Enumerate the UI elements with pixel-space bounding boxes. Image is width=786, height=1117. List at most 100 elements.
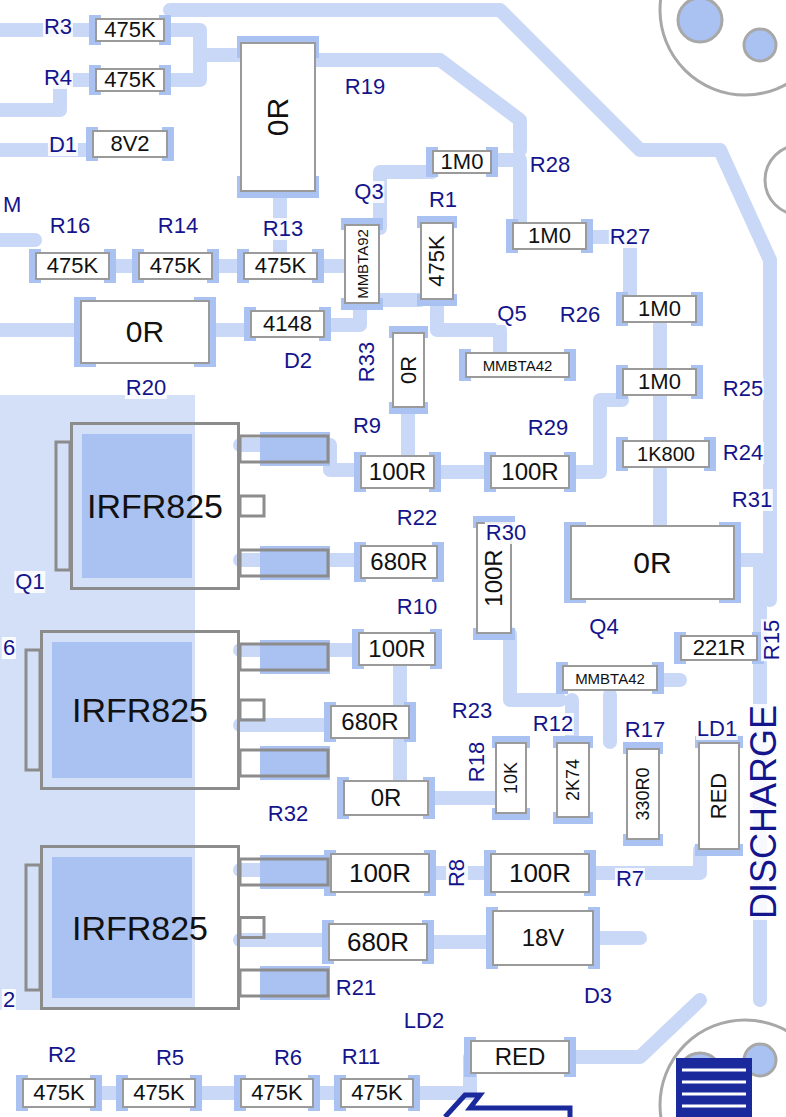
component-value: IRFR825 — [72, 911, 208, 945]
reference-designator: R27 — [609, 226, 651, 248]
component-footprint: 100R — [360, 455, 435, 489]
component-footprint: 0R — [80, 300, 210, 364]
reference-designator: R24 — [722, 442, 764, 464]
reference-designator: R12 — [532, 713, 574, 735]
lead-outline — [240, 859, 328, 885]
component-footprint: 100R — [330, 853, 430, 893]
component-value: MMBTA42 — [483, 358, 553, 373]
component-value: 2K74 — [564, 759, 582, 801]
component-footprint: 475K — [95, 68, 165, 92]
lead-outline — [26, 865, 40, 990]
component-footprint: 475K — [240, 1078, 314, 1108]
reference-designator: R19 — [344, 76, 386, 98]
mosfet-footprint: IRFR825 — [70, 422, 240, 590]
reference-designator: R23 — [451, 700, 493, 722]
reference-designator: M — [2, 194, 22, 216]
component-footprint: 475K — [35, 252, 110, 280]
component-footprint: 680R — [328, 923, 428, 961]
reference-designator: D1 — [48, 134, 78, 156]
reference-designator: R1 — [428, 189, 458, 211]
lead-outline — [56, 442, 70, 570]
reference-designator: Q5 — [496, 303, 527, 325]
reference-designator: 2 — [2, 989, 16, 1011]
reference-designator: R11 — [341, 1046, 382, 1068]
reference-designator: R30 — [485, 522, 527, 544]
component-value: 1M0 — [638, 371, 681, 393]
component-footprint: 330R0 — [626, 748, 660, 840]
component-value: 0R — [398, 356, 420, 384]
reference-designator: R32 — [267, 803, 309, 825]
component-footprint: 680R — [360, 545, 438, 579]
component-footprint: 100R — [358, 632, 436, 666]
component-footprint: MMBTA42 — [562, 665, 658, 691]
reference-designator: R31 — [731, 489, 773, 511]
reference-designator: Q1 — [14, 571, 45, 593]
component-value: 475K — [133, 1082, 184, 1104]
lead-outline — [240, 970, 328, 996]
reference-designator: R17 — [624, 719, 666, 741]
component-footprint: 0R — [392, 332, 425, 408]
component-footprint: RED — [698, 742, 740, 850]
component-value: IRFR825 — [72, 693, 208, 727]
reference-designator: R18 — [466, 741, 488, 783]
reference-designator: LD1 — [696, 718, 738, 740]
component-footprint: 475K — [22, 1078, 96, 1108]
lead-outline — [240, 550, 328, 576]
component-value: 10K — [502, 762, 520, 794]
component-value: 475K — [251, 1082, 302, 1104]
component-footprint: 475K — [122, 1078, 196, 1108]
component-footprint: 4148 — [250, 310, 325, 338]
reference-designator: D3 — [583, 985, 613, 1007]
component-value: 475K — [47, 255, 98, 277]
component-value: RED — [495, 1045, 546, 1069]
reference-designator: R16 — [49, 215, 91, 237]
component-value: 330R0 — [634, 767, 652, 820]
component-value: 100R — [349, 860, 411, 886]
lead-outline — [240, 644, 328, 670]
component-value: MMBTA42 — [575, 671, 645, 686]
reference-designator: D2 — [283, 350, 313, 372]
mosfet-footprint: IRFR825 — [40, 630, 240, 790]
reference-designator: R10 — [396, 596, 438, 618]
reference-designator: R22 — [396, 507, 438, 529]
component-value: 680R — [347, 929, 409, 955]
component-footprint: 475K — [95, 18, 165, 42]
component-footprint: 1M0 — [622, 368, 697, 396]
component-value: 680R — [341, 710, 398, 734]
component-value: 100R — [509, 860, 571, 886]
copper-traces — [0, 10, 770, 1093]
component-value: 475K — [33, 1082, 84, 1104]
component-value: 100R — [369, 460, 426, 484]
component-footprint: 1M0 — [512, 222, 587, 250]
component-value: 475K — [426, 235, 448, 286]
lead-outline — [240, 436, 328, 462]
component-value: 1M0 — [638, 298, 681, 320]
component-footprint: 0R — [343, 780, 429, 816]
component-value: 0R — [371, 786, 402, 810]
component-value: 0R — [633, 548, 671, 578]
component-value: MMBTA92 — [355, 229, 370, 299]
reference-designator: R25 — [722, 378, 764, 400]
component-footprint: 0R — [570, 525, 735, 600]
reference-designator: R13 — [262, 218, 304, 240]
reference-designator: Q3 — [353, 181, 384, 203]
component-value: 18V — [522, 926, 565, 950]
component-value: 8V2 — [110, 133, 149, 155]
reference-designator: R4 — [43, 67, 73, 89]
logo-icon — [676, 1058, 752, 1117]
component-footprint: 475K — [243, 252, 318, 280]
component-value: 221R — [693, 637, 746, 659]
reference-designator: R5 — [155, 1047, 185, 1069]
reference-designator: R3 — [43, 16, 73, 38]
lead-outline — [240, 918, 264, 938]
component-footprint: MMBTA42 — [465, 352, 570, 378]
reference-designator: R26 — [559, 304, 601, 326]
component-value: 100R — [501, 460, 558, 484]
lead-outline — [240, 750, 328, 776]
reference-designator: R2 — [47, 1044, 77, 1066]
component-footprint: MMBTA92 — [344, 224, 380, 304]
reference-designator: R7 — [615, 868, 645, 890]
reference-designator: R21 — [335, 977, 377, 999]
component-footprint: 1M0 — [622, 295, 697, 323]
component-value: 0R — [126, 317, 164, 347]
